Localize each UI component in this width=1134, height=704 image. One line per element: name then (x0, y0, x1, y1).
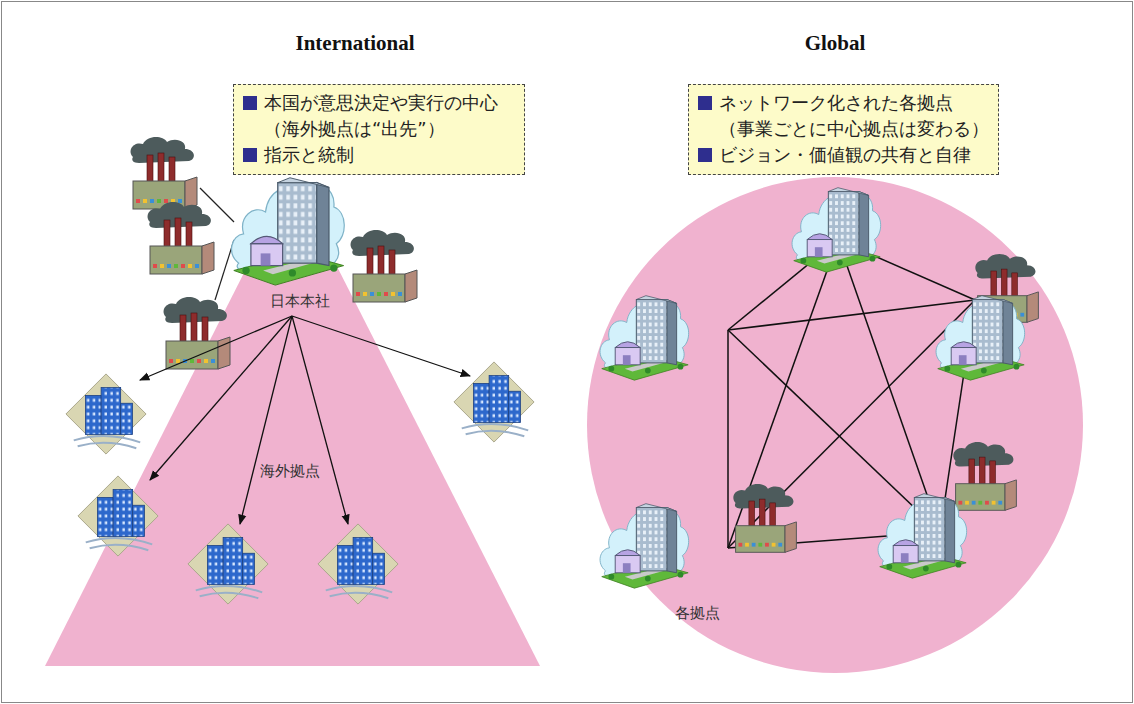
panel-title: International (295, 31, 414, 56)
bullet-item: ネットワーク化された各拠点 （事業ごとに中心拠点は変わる） (689, 90, 990, 142)
note-box: 本国が意思決定や実行の中心 （海外拠点は“出先”）指示と統制 (233, 84, 525, 175)
bullet-square (698, 96, 712, 110)
overseas-buildings (66, 362, 534, 604)
network-buildings (600, 188, 1025, 588)
panel-title: Global (805, 31, 866, 56)
network-circle (587, 177, 1083, 673)
bullet-square (243, 96, 257, 110)
bullet-text: 本国が意思決定や実行の中心 （海外拠点は“出先”） (264, 90, 516, 142)
network-factories (733, 254, 1038, 552)
bullet-text: 指示と統制 (264, 142, 516, 168)
bullet-text: ビジョン・価値観の共有と自律 (719, 142, 990, 168)
instruction-arrows (140, 316, 470, 524)
bullet-item: 指示と統制 (234, 142, 516, 168)
hierarchy-triangle (45, 178, 540, 666)
bullet-item: ビジョン・価値観の共有と自律 (689, 142, 990, 168)
note-box: ネットワーク化された各拠点 （事業ごとに中心拠点は変わる）ビジョン・価値観の共有… (688, 84, 999, 175)
headquarters-building (232, 178, 345, 285)
factory-links (200, 188, 234, 300)
place-label: 各拠点 (675, 604, 720, 622)
bullet-item: 本国が意思決定や実行の中心 （海外拠点は“出先”） (234, 90, 516, 142)
place-label: 日本本社 (270, 292, 330, 310)
bullet-text: ネットワーク化された各拠点 （事業ごとに中心拠点は変わる） (719, 90, 990, 142)
bullet-square (243, 148, 257, 162)
bullet-square (698, 148, 712, 162)
place-label: 海外拠点 (257, 462, 323, 480)
